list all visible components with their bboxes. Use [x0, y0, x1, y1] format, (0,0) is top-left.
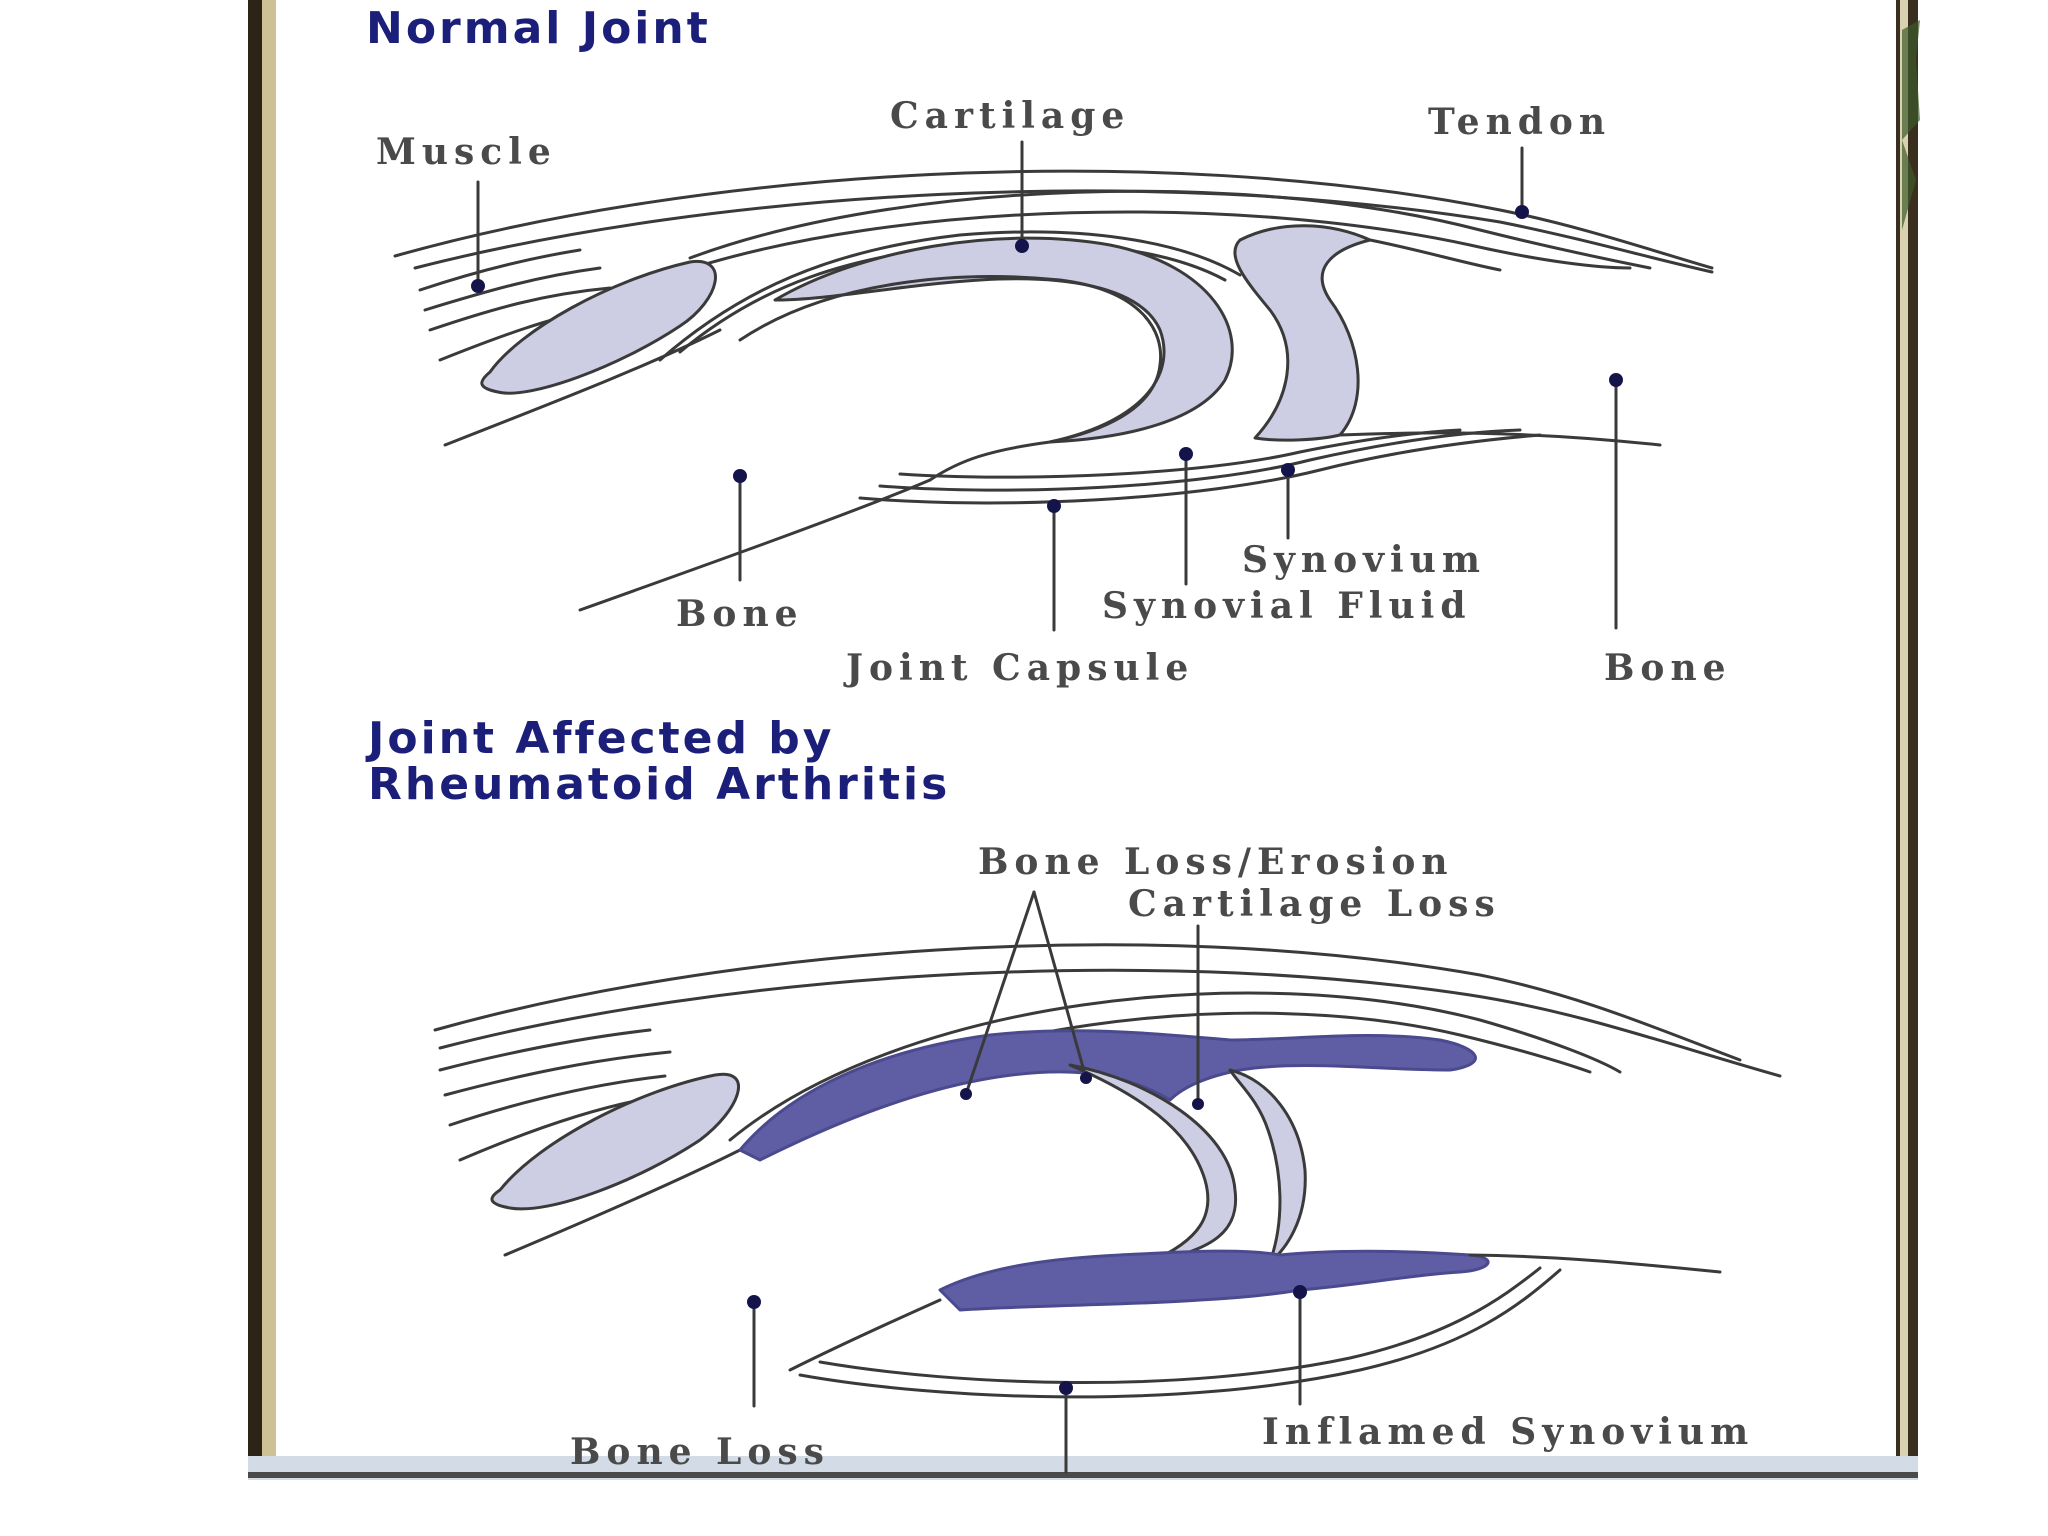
normal-capsule-bottom2	[878, 428, 1522, 492]
pin-cartilage	[1015, 239, 1029, 253]
ra-muscle-fiber-4	[458, 1098, 642, 1162]
label-tendon: Tendon	[1428, 101, 1612, 143]
normal-distal-cartilage	[1233, 224, 1372, 442]
ra-distal-base	[1468, 1253, 1722, 1274]
leader-erosion-a	[964, 890, 1036, 1096]
pin-muscle	[471, 279, 485, 293]
pin-bone-right	[1609, 373, 1623, 387]
ra-skin-outer	[433, 943, 1742, 1062]
label-muscle: Muscle	[376, 131, 557, 173]
pin-inflamed-synovium	[1293, 1285, 1307, 1299]
pin-synovium	[1281, 463, 1295, 477]
left-border-highlight	[262, 0, 276, 1480]
label-cartilage-loss: Cartilage Loss	[1128, 883, 1501, 925]
label-cartilage: Cartilage	[890, 95, 1131, 137]
normal-cartilage	[773, 236, 1234, 444]
ra-muscle-fiber-2	[443, 1050, 672, 1097]
ra-bone-shaft	[788, 1298, 942, 1372]
normal-skin-outer	[393, 169, 1714, 270]
muscle-fiber-3	[428, 286, 612, 332]
ra-muscle-fiber-1	[438, 1028, 652, 1072]
normal-joint-title: Normal Joint	[366, 3, 711, 54]
ra-lower-outer	[503, 1148, 742, 1257]
ra-tendon-a	[728, 991, 1622, 1142]
ra-joint-title-line2: Rheumatoid Arthritis	[368, 759, 951, 810]
muscle-fiber-1	[418, 248, 582, 292]
right-border-highlight	[1900, 0, 1908, 1480]
right-foliage	[1902, 20, 1920, 230]
pin-tendon	[1515, 205, 1529, 219]
ra-inflamed-bottom	[938, 1249, 1490, 1312]
pin-erosion-b	[1080, 1072, 1092, 1084]
label-synovium: Synovium	[1242, 539, 1486, 581]
label-bone-loss: Bone Loss	[570, 1431, 830, 1473]
normal-capsule-bottom3	[898, 428, 1462, 479]
normal-capsule-bottom1	[858, 433, 1542, 505]
pin-synovial-fluid	[1179, 447, 1193, 461]
normal-tendon-line2	[678, 210, 1632, 274]
normal-muscle-belly	[480, 260, 717, 395]
bottom-bar-shadow	[248, 1472, 1918, 1478]
pin-erosion-a	[960, 1088, 972, 1100]
ra-muscle-belly	[490, 1072, 741, 1211]
normal-tendon-line1	[688, 189, 1652, 270]
ra-cartilage	[1068, 1063, 1238, 1264]
pin-bone-loss	[747, 1295, 761, 1309]
label-bone-left: Bone	[676, 593, 804, 635]
label-joint-capsule: Joint Capsule	[846, 647, 1195, 689]
normal-bone-head	[738, 275, 1163, 482]
ra-muscle-fiber-3	[448, 1074, 667, 1127]
pin-bottom	[1059, 1381, 1073, 1395]
muscle-fiber-2	[423, 266, 602, 312]
ra-skin-line2	[438, 968, 1782, 1078]
normal-bone-shaft	[578, 478, 932, 612]
pin-cartilage-loss	[1192, 1098, 1204, 1110]
label-inflamed-synovium: Inflamed Synovium	[1262, 1411, 1755, 1453]
ra-joint-title-line1: Joint Affected by	[368, 713, 835, 764]
leader-erosion-b	[1032, 890, 1088, 1080]
ra-distal-cartilage	[1228, 1068, 1307, 1264]
ra-inflamed-top	[738, 1029, 1477, 1162]
ra-capsule-bottom2	[818, 1266, 1542, 1384]
pin-joint-capsule	[1047, 499, 1061, 513]
label-bone-loss-erosion: Bone Loss/Erosion	[978, 841, 1454, 883]
ra-capsule-bottom1	[798, 1268, 1562, 1399]
label-synovial-fluid: Synovial Fluid	[1102, 585, 1472, 627]
label-bone-right: Bone	[1604, 647, 1732, 689]
normal-distal-bone-line	[1368, 238, 1502, 272]
normal-capsule-top	[658, 230, 1242, 362]
pin-bone-left	[733, 469, 747, 483]
